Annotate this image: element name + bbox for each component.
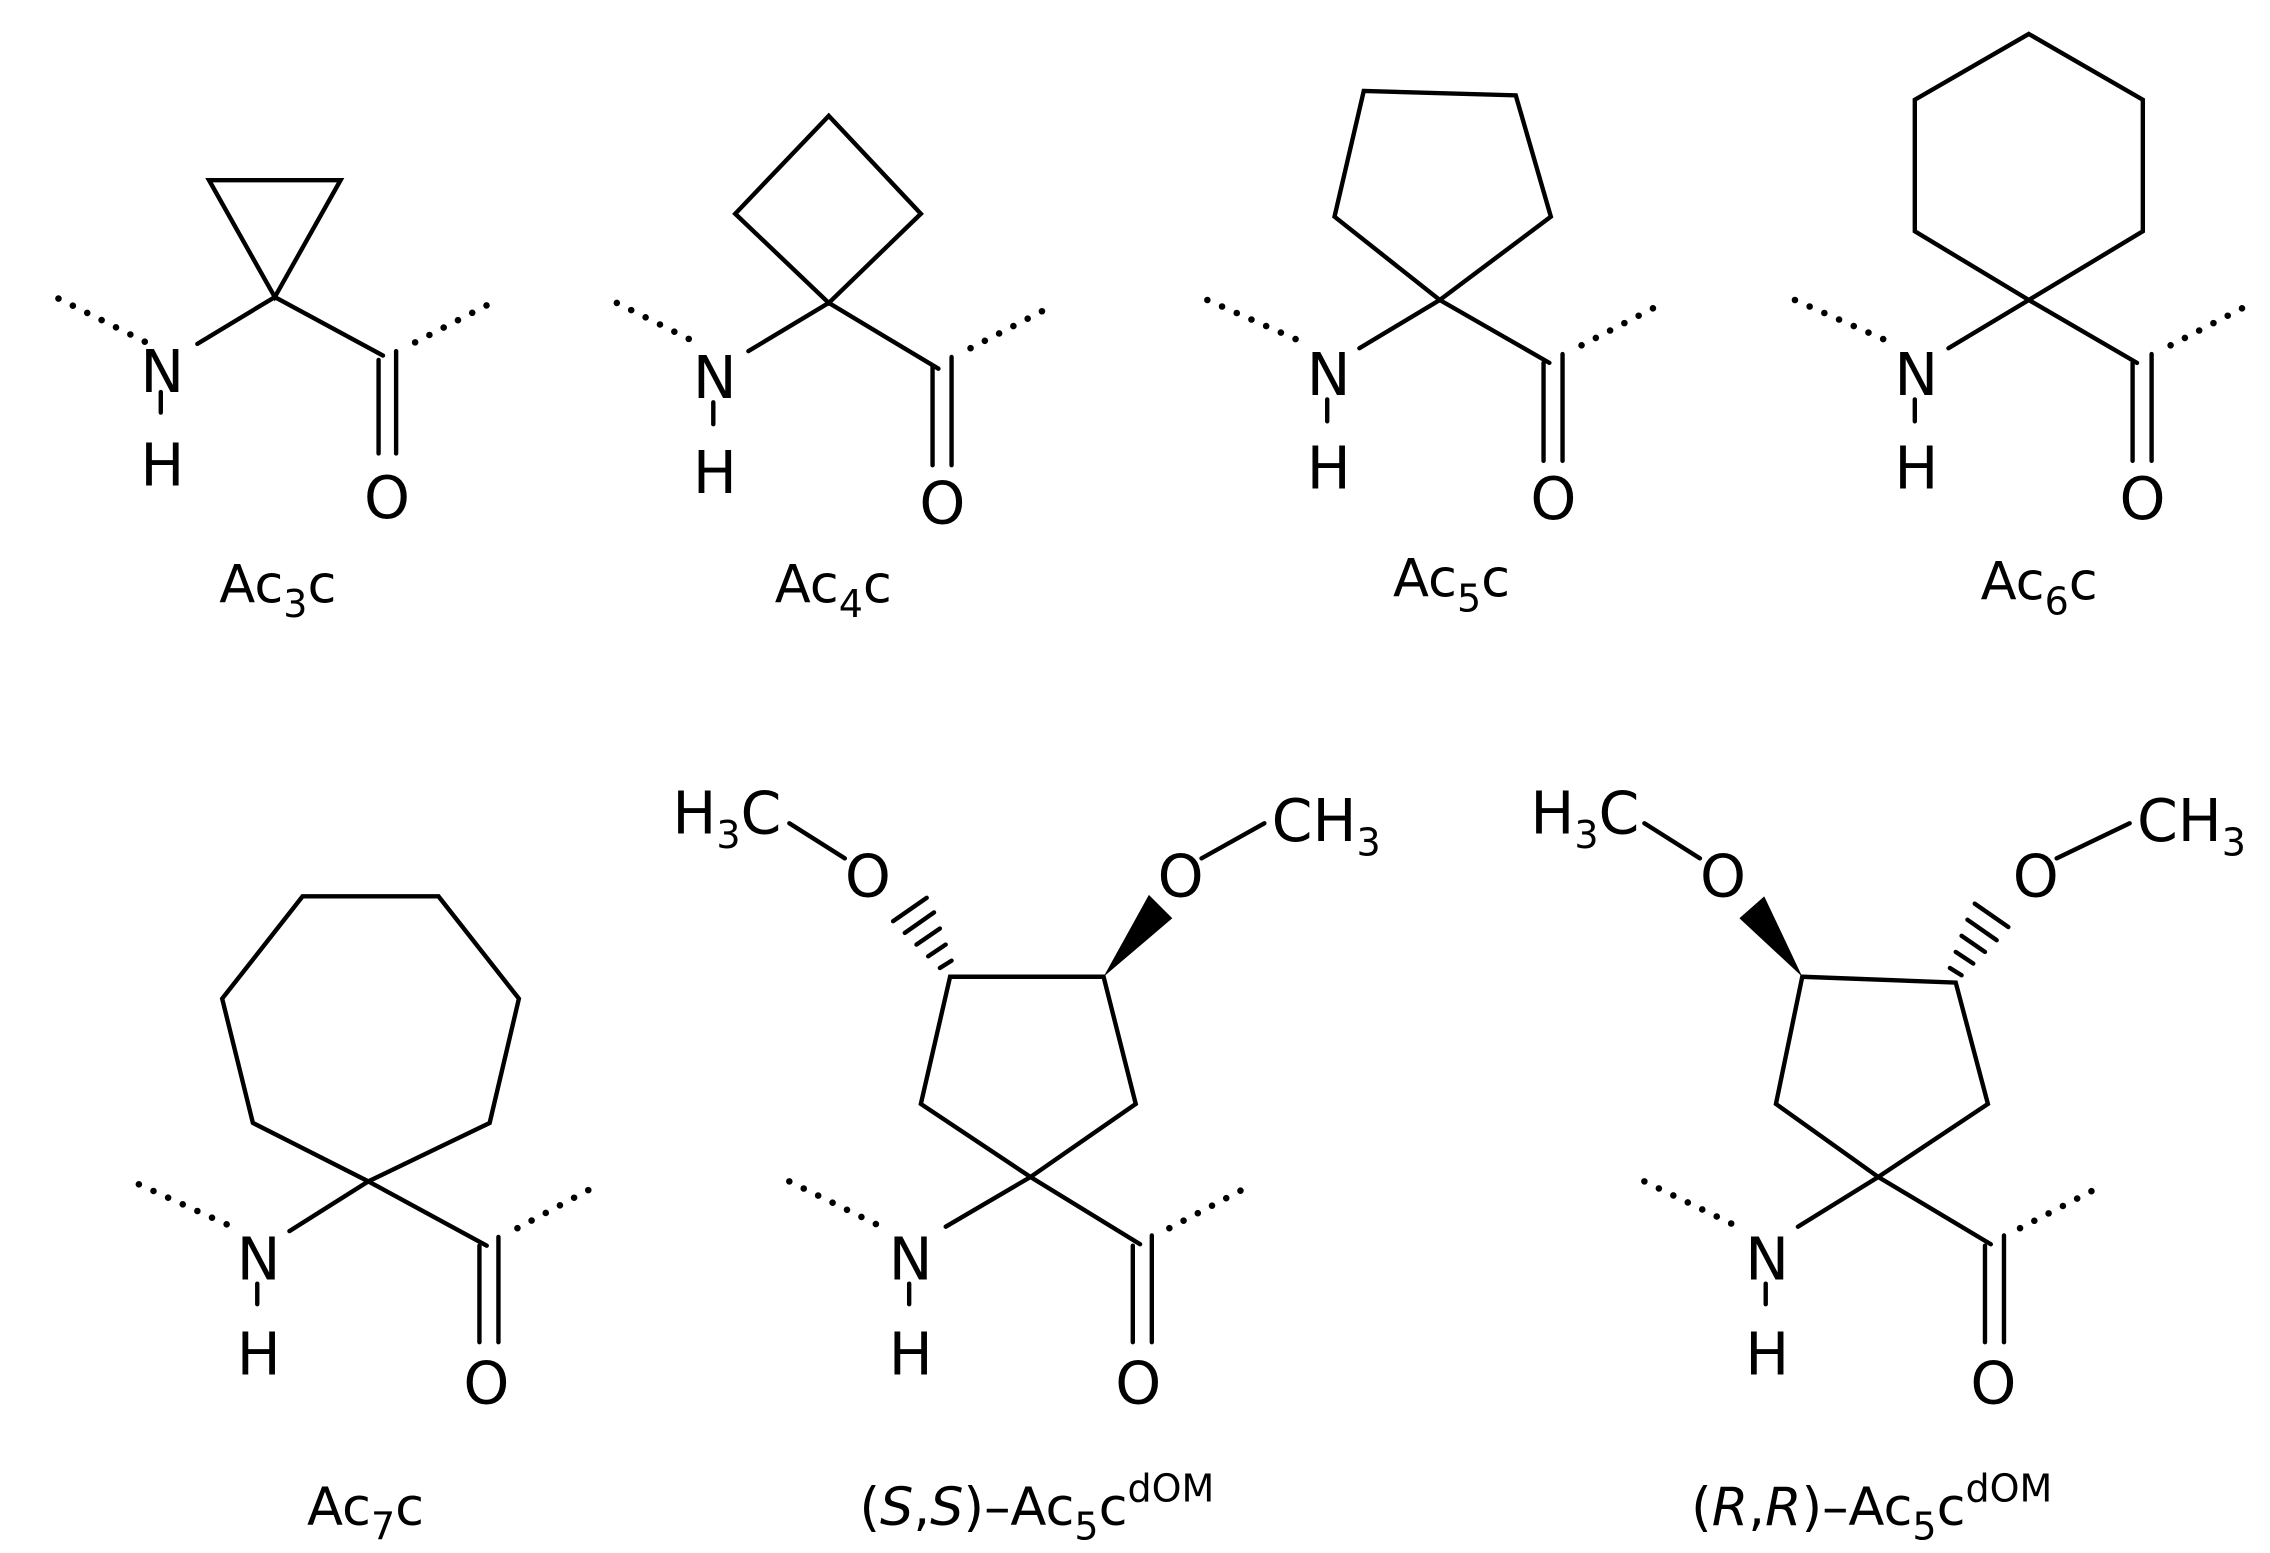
cyclohexane-ring — [1912, 31, 2146, 303]
molecule-label: Ac4c — [775, 555, 892, 627]
hashed-wedge-bond — [1947, 901, 2011, 978]
nitrogen-atom: N — [1894, 341, 1938, 409]
nitrogen-atom: N — [1307, 341, 1351, 409]
methyl-group-left: H3C — [1530, 780, 1639, 858]
molecule-label: (R,R)–Ac5cdOM — [1691, 1466, 2052, 1548]
molecule-label: Ac3c — [219, 555, 336, 627]
molecule-rr-ac5cdom: O O H3C CH3 N H O (R,R)–Ac5cdOM — [1530, 780, 2246, 1549]
oxygen-atom: O — [1115, 1350, 1161, 1418]
nitrogen-atom: N — [1745, 1225, 1789, 1293]
cyclopentane-ring — [1332, 88, 1554, 303]
oxygen-atom: O — [1970, 1350, 2016, 1418]
oxygen-atom: O — [463, 1350, 509, 1418]
molecule-ss-ac5cdom: O O H3C CH3 N H O (S,S)–Ac5cdOM — [672, 780, 1380, 1549]
oxygen-atom-left: O — [1700, 842, 1746, 910]
methyl-group-right: CH3 — [2137, 787, 2246, 865]
hydrogen-atom: H — [237, 1320, 281, 1388]
methyl-group-left: H3C — [672, 780, 781, 858]
nitrogen-atom: N — [693, 344, 737, 412]
solid-wedge-bond — [1103, 894, 1173, 977]
cycloheptane-ring — [219, 894, 522, 1184]
hydrogen-atom: H — [889, 1320, 933, 1388]
hydrogen-atom: H — [1307, 435, 1351, 503]
molecule-ac5c: N H O Ac5c — [1204, 88, 1667, 621]
molecule-ac4c: N H O Ac4c — [613, 112, 1056, 627]
cyclopentane-ring — [918, 974, 1139, 1180]
oxygen-atom: O — [2119, 465, 2165, 533]
molecule-ac6c: N H O Ac6c — [1791, 31, 2256, 624]
cyclopropane-ring — [205, 177, 345, 302]
solid-wedge-bond — [1739, 896, 1803, 977]
oxygen-atom-right: O — [2013, 842, 2059, 910]
molecule-label: (S,S)–Ac5cdOM — [859, 1466, 1214, 1548]
hydrogen-atom: H — [1894, 435, 1938, 503]
molecule-label: Ac6c — [1981, 552, 2098, 624]
nitrogen-atom: N — [237, 1225, 281, 1293]
molecule-ac7c: N H O Ac7c — [135, 894, 600, 1549]
molecule-label: Ac7c — [307, 1477, 424, 1549]
oxygen-atom-left: O — [845, 842, 891, 910]
molecule-ac3c: N H O Ac3c — [55, 177, 501, 627]
hydrogen-atom: H — [140, 432, 184, 500]
hydrogen-atom: H — [693, 439, 737, 507]
molecule-label: Ac5c — [1393, 549, 1510, 621]
cyclobutane-ring — [732, 112, 924, 306]
nitrogen-atom: N — [140, 338, 184, 406]
methyl-group-right: CH3 — [1272, 787, 1381, 865]
oxygen-atom-right: O — [1158, 842, 1204, 910]
oxygen-atom: O — [364, 464, 410, 532]
nitrogen-atom: N — [889, 1225, 933, 1293]
oxygen-atom: O — [919, 470, 965, 538]
oxygen-atom: O — [1530, 465, 1576, 533]
cyclopentane-ring — [1773, 974, 1991, 1180]
hashed-wedge-bond — [890, 895, 954, 971]
hydrogen-atom: H — [1745, 1320, 1789, 1388]
